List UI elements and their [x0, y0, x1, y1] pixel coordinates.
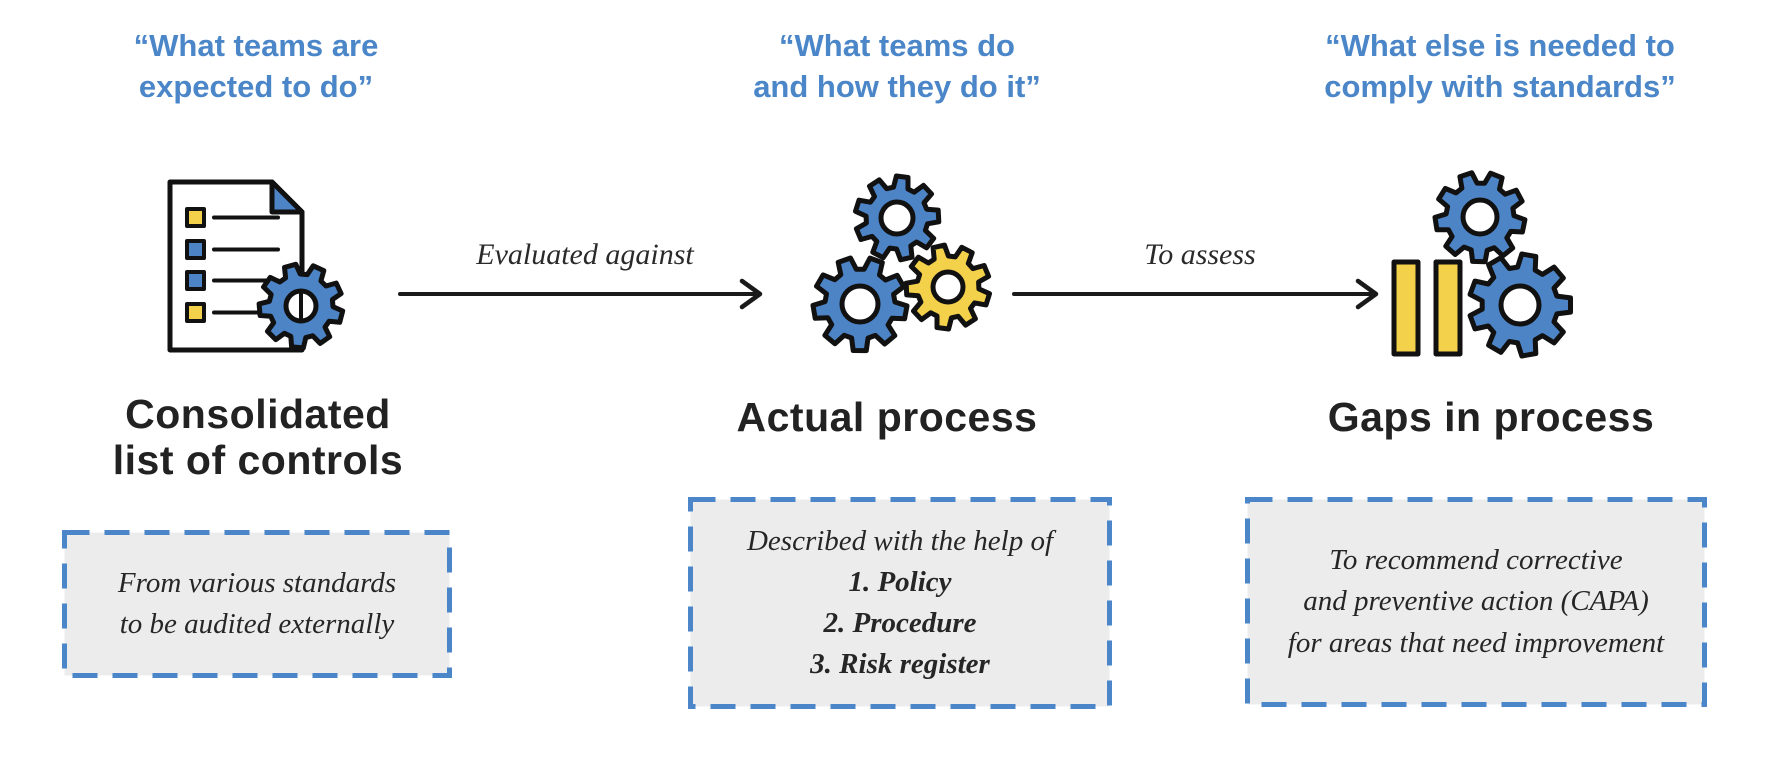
checklist-rows: [185, 207, 280, 323]
pause-bar: [1433, 259, 1463, 357]
note-item: 1. Policy: [848, 565, 952, 598]
dashed-border: [1245, 497, 1707, 707]
title-actual-process: Actual process: [736, 394, 1038, 440]
note-item: 2. Procedure: [823, 607, 977, 639]
checklist-square: [185, 270, 206, 291]
note-gaps-in-process: To recommend corrective and preventive a…: [1245, 497, 1707, 707]
arrow-label: To assess: [1144, 238, 1256, 271]
note-text: To recommend corrective and preventive a…: [1287, 544, 1665, 659]
dashed-border: [688, 497, 1112, 709]
checklist-square: [185, 302, 206, 323]
arrow-evaluated-against: Evaluated against: [398, 238, 772, 310]
title-gaps-in-process: Gaps in process: [1327, 394, 1655, 440]
note-actual-process: Described with the help of 1. Policy 2. …: [688, 497, 1112, 709]
quote-expected-to-do: “What teams are expected to do”: [133, 28, 379, 104]
note-text: From various standards to be audited ext…: [117, 566, 397, 640]
gear-hole: [1460, 197, 1500, 237]
document-fold: [269, 179, 305, 215]
note-intro: Described with the help of: [746, 524, 1054, 557]
gear-hole: [1498, 283, 1542, 327]
arrow-label: Evaluated against: [476, 238, 694, 271]
checklist-square: [185, 239, 206, 260]
pause-bar: [1391, 259, 1421, 357]
note-text: Described with the help of 1. Policy 2. …: [688, 497, 1112, 709]
note-item: 3. Risk register: [810, 648, 990, 681]
arrow-line-icon: [1012, 278, 1379, 310]
gear-hole: [839, 283, 881, 325]
note-consolidated-list: From various standards to be audited ext…: [62, 530, 452, 678]
checklist-square: [185, 207, 206, 228]
document-checklist-gear-icon: [167, 179, 346, 353]
gaps-pause-gears-icon: [1391, 170, 1573, 359]
gear-hole: [930, 269, 966, 305]
arrow-line-icon: [398, 278, 763, 310]
quote-what-teams-do: “What teams do and how they do it”: [753, 28, 1041, 104]
title-consolidated-list: Consolidated list of controls: [112, 391, 404, 483]
quote-comply-standards: “What else is needed to comply with stan…: [1324, 28, 1676, 104]
arrow-to-assess: To assess: [1012, 238, 1388, 310]
dashed-border: [62, 530, 452, 678]
three-gears-icon: [810, 173, 992, 354]
gear-hole: [878, 199, 916, 237]
